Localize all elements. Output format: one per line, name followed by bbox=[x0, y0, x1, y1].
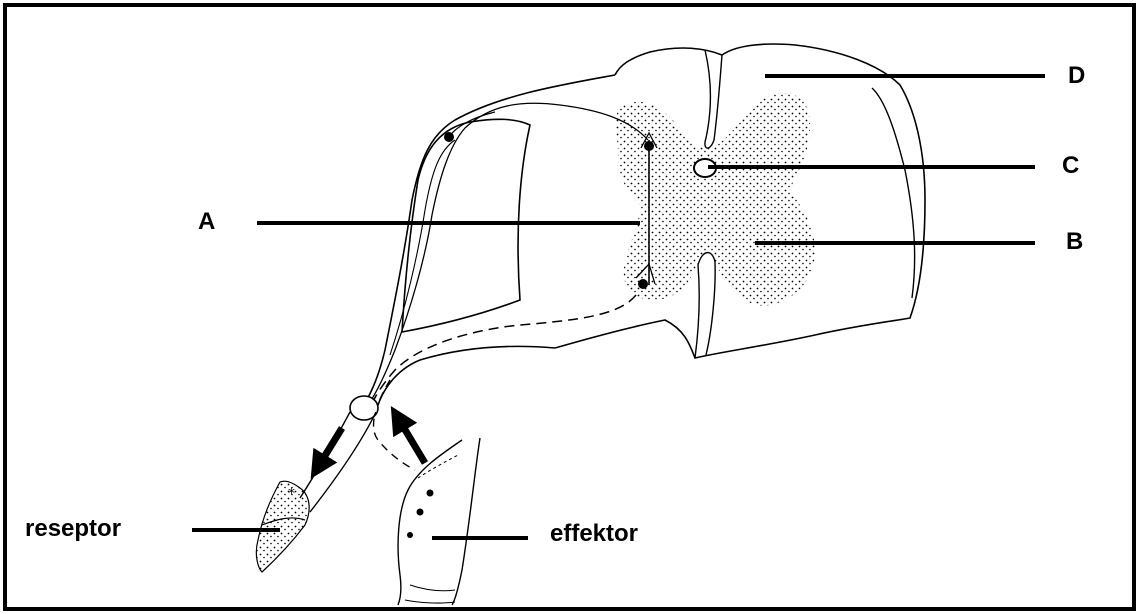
effector-muscle bbox=[398, 440, 462, 605]
receptor-tissue bbox=[256, 481, 309, 572]
sensory-neuron bbox=[368, 103, 648, 405]
label-d: D bbox=[1068, 62, 1085, 90]
dorsal-root-nerve bbox=[360, 75, 615, 410]
sensory-arrow bbox=[318, 428, 342, 467]
label-effector: effektor bbox=[550, 520, 638, 548]
label-c: C bbox=[1062, 152, 1079, 180]
ganglion-branch bbox=[449, 112, 495, 137]
label-receptor: reseptor bbox=[25, 515, 121, 543]
motor-neuron-path-outer bbox=[374, 380, 415, 470]
dorsal-median-fissure bbox=[705, 50, 722, 148]
interneuron-upper-cell bbox=[644, 141, 654, 151]
white-matter-region bbox=[402, 119, 530, 332]
motor-arrow bbox=[398, 418, 425, 463]
label-a: A bbox=[198, 208, 215, 236]
lateral-contour bbox=[872, 88, 915, 298]
ventral-root-nerve bbox=[378, 346, 555, 405]
ventral-median-fissure bbox=[695, 253, 715, 358]
svg-text:*: * bbox=[288, 486, 295, 502]
interneuron-lower-cell bbox=[638, 279, 648, 289]
motor-neuron-path bbox=[370, 295, 636, 410]
label-b: B bbox=[1066, 228, 1083, 256]
